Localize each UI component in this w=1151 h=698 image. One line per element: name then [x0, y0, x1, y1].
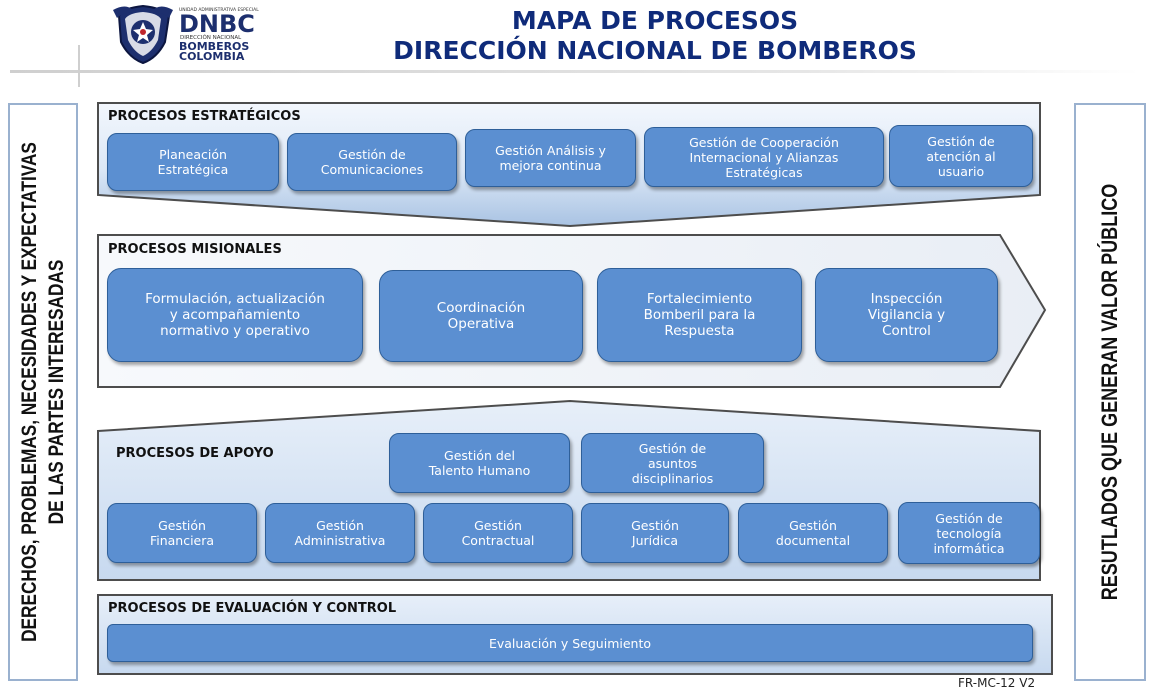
document-code: FR-MC-12 V2 [958, 676, 1036, 690]
dnbc-logo: UNIDAD ADMINISTRATIVA ESPECIAL DNBC DIRE… [113, 2, 303, 66]
header-vertical-divider [78, 45, 80, 87]
process-label-line: Coordinación [436, 300, 526, 316]
left-panel-text: DERECHOS, PROBLEMAS, NECESIDADES Y EXPEC… [16, 142, 70, 642]
process-label-line: y acompañamiento [169, 307, 301, 323]
process-label-line: Gestión [631, 518, 679, 533]
process-label-line: asuntos [647, 455, 698, 471]
title-line-1: MAPA DE PROCESOS [511, 6, 799, 35]
process-label-line: usuario [937, 163, 985, 179]
process-label-line: Gestión [474, 518, 522, 533]
right-panel-text: RESUTLADOS QUE GENERAN VALOR PÚBLICO [1097, 183, 1122, 601]
process-label-line: Estratégicas [725, 164, 803, 180]
page-title: MAPA DE PROCESOS DIRECCIÓN NACIONAL DE B… [330, 6, 980, 66]
process-label-line: Vigilancia y [867, 307, 946, 323]
process-label-line: Gestión de [638, 440, 707, 456]
process-label-line: Financiera [149, 533, 215, 548]
section-misionales-title: PROCESOS MISIONALES [108, 242, 282, 257]
process-label-line: Gestión Análisis y [495, 143, 606, 158]
process-label-line: Gestión [316, 518, 364, 533]
process-label-line: Administrativa [294, 533, 386, 548]
process-label-line: Talento Humano [428, 463, 531, 478]
process-label-line: Estratégica [157, 162, 229, 177]
process-label-line: normativo y operativo [160, 323, 310, 339]
header-divider [10, 70, 1140, 73]
process-label-line: Inspección [870, 291, 943, 307]
title-line-2: DIRECCIÓN NACIONAL DE BOMBEROS [393, 36, 917, 65]
process-label-line: Gestión [158, 518, 206, 533]
process-label-line: informática [933, 540, 1005, 556]
process-label-line: Fortalecimiento [646, 291, 753, 307]
process-label-line: Gestión de [927, 133, 995, 149]
logo-sub3: COLOMBIA [179, 50, 245, 63]
section-apoyo-title: PROCESOS DE APOYO [116, 446, 274, 461]
process-label-line: Jurídica [631, 533, 679, 548]
process-label-line: mejora continua [499, 158, 602, 173]
process-label-line: Comunicaciones [320, 162, 424, 177]
process-label-line: Evaluación y Seguimiento [488, 635, 652, 651]
logo-sub2: BOMBEROS [179, 40, 249, 53]
process-label-line: Gestión de Cooperación [689, 134, 839, 150]
logo-acronym: DNBC [179, 10, 255, 38]
process-label-line: atención al [926, 148, 996, 164]
process-label-line: Formulación, actualización [145, 291, 325, 307]
left-panel-line1: DERECHOS, PROBLEMAS, NECESIDADES Y EXPEC… [18, 142, 41, 642]
process-label-line: Planeación [159, 147, 227, 162]
process-label-line: Operativa [447, 316, 515, 332]
process-evaluacion-seguimiento[interactable]: Evaluación y Seguimiento [107, 624, 1033, 662]
process-label-line: Gestión del [444, 448, 515, 463]
process-label-line: Control [882, 323, 931, 339]
process-label-line: documental [775, 533, 851, 548]
right-panel: RESUTLADOS QUE GENERAN VALOR PÚBLICO [1074, 103, 1146, 681]
process-label-line: Contractual [461, 533, 535, 548]
firefighter-shield-emblem-icon [113, 4, 173, 65]
process-label-line: Gestión de [338, 147, 406, 162]
logo-sub1: DIRECCIÓN NACIONAL [180, 34, 242, 41]
section-estrategicos-title: PROCESOS ESTRATÉGICOS [108, 109, 301, 124]
left-panel-line2: DE LAS PARTES INTERESADAS [45, 259, 68, 525]
process-label-line: Gestión [789, 518, 837, 533]
left-panel: DERECHOS, PROBLEMAS, NECESIDADES Y EXPEC… [8, 103, 78, 681]
process-label-line: Internacional y Alianzas [689, 149, 839, 165]
process-label-line: tecnología [936, 525, 1002, 541]
section-evaluacion-title: PROCESOS DE EVALUACIÓN Y CONTROL [108, 601, 397, 616]
process-label-line: disciplinarios [631, 470, 714, 486]
process-label-line: Bomberil para la [643, 307, 756, 323]
process-label-line: Respuesta [664, 323, 735, 339]
logo-top-text: UNIDAD ADMINISTRATIVA ESPECIAL [179, 7, 259, 13]
process-label-line: Gestión de [935, 510, 1003, 526]
